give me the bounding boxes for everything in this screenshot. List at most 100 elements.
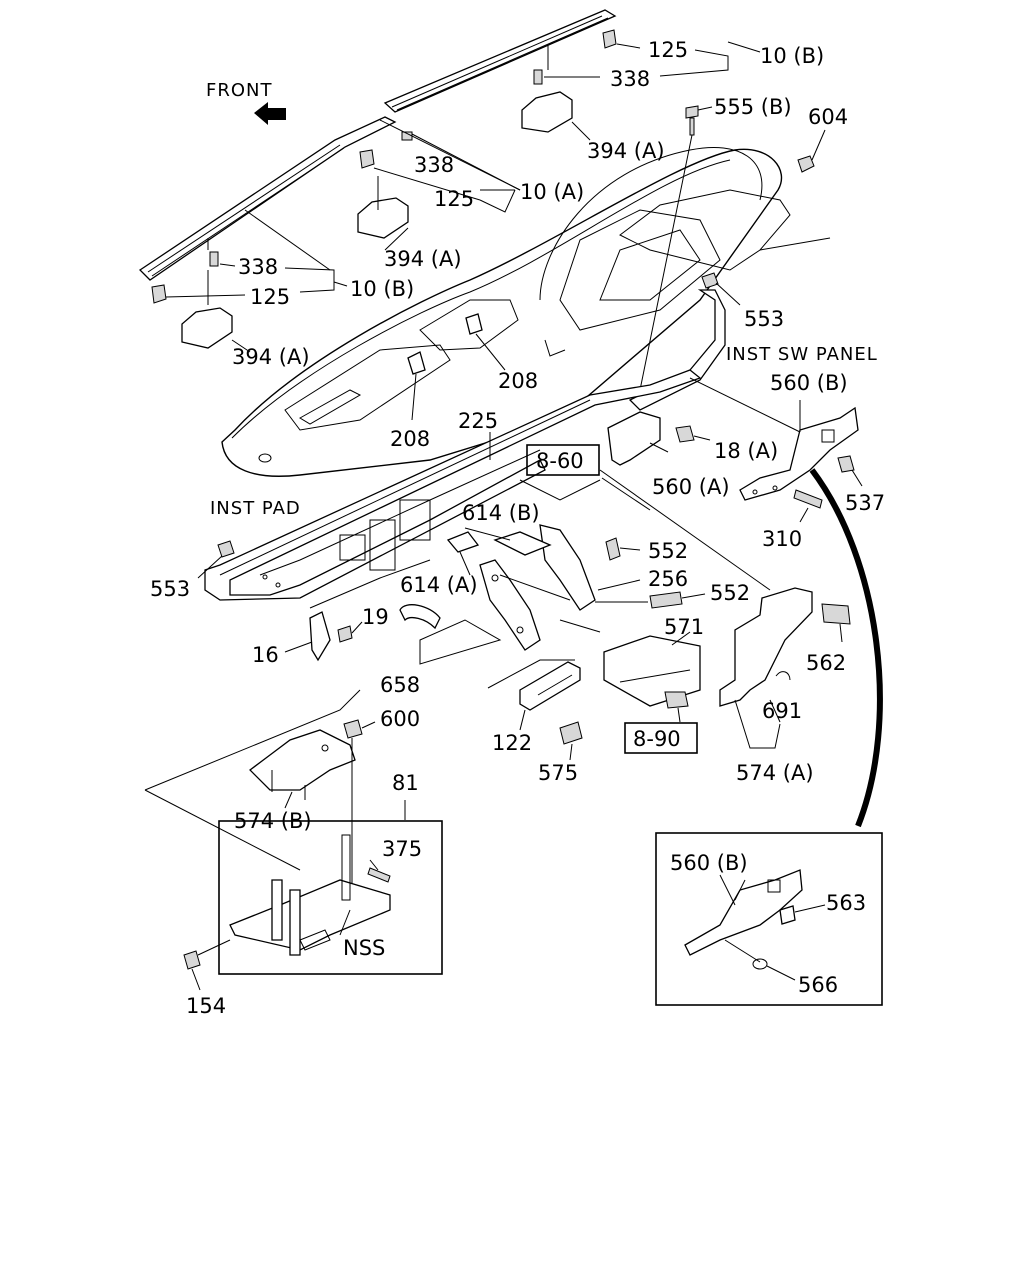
part-label-600: 600 [380,707,420,731]
part-label-574a: 574 (A) [736,761,814,785]
part-label-571: 571 [664,615,704,639]
part-label-560a: 560 (A) [652,475,730,499]
clip-208-icon [407,351,426,375]
inset-lead-line [809,468,883,828]
cross-car-beam-225 [204,369,702,601]
part-label-18a: 18 (A) [714,439,778,463]
part-label-555b: 555 (B) [714,95,792,119]
nss-label: NSS [343,936,385,960]
clip-125-icon [151,284,167,304]
ref-label-8-90[interactable]: 8-90 [633,727,681,751]
instrument-pad [221,146,783,477]
ref-8-90-box[interactable] [624,722,698,754]
inst-pad-label: INST PAD [210,498,301,519]
inst-sw-panel-label: INST SW PANEL [726,344,878,365]
screw-338-icon [209,251,219,267]
ref-8-60-box[interactable] [526,444,600,476]
nut-154-icon [183,950,201,970]
part-label-375: 375 [382,837,422,861]
bolt-575-icon [559,721,583,745]
part-label-574b: 574 (B) [234,809,312,833]
part-label-563: 563 [826,891,866,915]
bracket-394a-icon [521,91,573,133]
part-label-10b: 10 (B) [350,277,414,301]
part-label-537: 537 [845,491,885,515]
switch-122-icon [519,661,581,711]
nut-553-icon [701,272,719,289]
bracket-574a [719,587,813,707]
cover-658-icon [399,604,441,630]
screw-338-icon [533,69,543,85]
bolt-552-icon [605,537,621,561]
bolt-555b-icon [685,105,699,136]
part-label-552: 552 [648,539,688,563]
part-label-394a: 394 (A) [384,247,462,271]
ring-566-icon [752,958,768,970]
part-label-658: 658 [380,673,420,697]
clip-563-icon [779,905,796,925]
part-label-604: 604 [808,105,848,129]
part-label-562: 562 [806,651,846,675]
part-label-691: 691 [762,699,802,723]
part-label-575: 575 [538,761,578,785]
pocket-571-icon [603,635,701,707]
part-label-614a: 614 (A) [400,573,478,597]
part-label-225: 225 [458,409,498,433]
bracket-394a-icon [181,307,233,349]
part-label-208: 208 [390,427,430,451]
inst-sw-panel [619,189,791,271]
part-label-81: 81 [392,771,419,795]
bolt-8-90-icon [664,691,689,709]
part-label-394a: 394 (A) [587,139,665,163]
bracket-560b [739,406,859,501]
ref-label-8-60[interactable]: 8-60 [536,449,584,473]
bracket-394a-icon [357,197,409,239]
center-bracket-256 [479,524,596,651]
part-label-154: 154 [186,994,226,1018]
part-label-16: 16 [252,643,279,667]
nut-600-icon [343,719,363,739]
pin-375-icon [367,867,391,883]
part-label-394a: 394 (A) [232,345,310,369]
plate-614a-icon [446,531,480,553]
part-label-125: 125 [434,187,474,211]
part-label-560b: 560 (B) [770,371,848,395]
part-label-566: 566 [798,973,838,997]
front-label: FRONT [206,80,273,101]
part-label-614b: 614 (B) [462,501,540,525]
part-label-125: 125 [648,38,688,62]
part-label-256: 256 [648,567,688,591]
part-label-338: 338 [414,153,454,177]
part-label-10b: 10 (B) [760,44,824,68]
front-arrow-icon [254,102,286,125]
part-label-338: 338 [238,255,278,279]
part-label-338: 338 [610,67,650,91]
nut-537-icon [837,455,855,473]
part-label-208: 208 [498,369,538,393]
defroster-grille-strips [138,9,617,281]
clip-125-icon [602,29,617,49]
bracket-560a-icon [607,411,661,466]
inset-560b-box [655,832,883,1006]
part-label-10a: 10 (A) [520,180,584,204]
bracket-16-icon [309,611,331,662]
part-label-125: 125 [250,285,290,309]
part-label-122: 122 [492,731,532,755]
part-label-19: 19 [362,605,389,629]
bolt-18a-icon [675,425,695,443]
nut-604-icon [797,155,815,173]
part-label-560b: 560 (B) [670,851,748,875]
bolt-310-icon [793,489,823,509]
bolt-552-icon [649,591,683,609]
bolt-19-icon [337,625,353,643]
part-label-552: 552 [710,581,750,605]
part-label-553: 553 [150,577,190,601]
clip-208-icon [465,313,483,335]
plate-614b-icon [493,531,552,556]
clip-125-icon [359,149,375,169]
group-81-box [218,820,443,975]
part-label-310: 310 [762,527,802,551]
part-label-553: 553 [744,307,784,331]
bolt-562-icon [821,603,851,625]
leader-lines [165,41,761,353]
